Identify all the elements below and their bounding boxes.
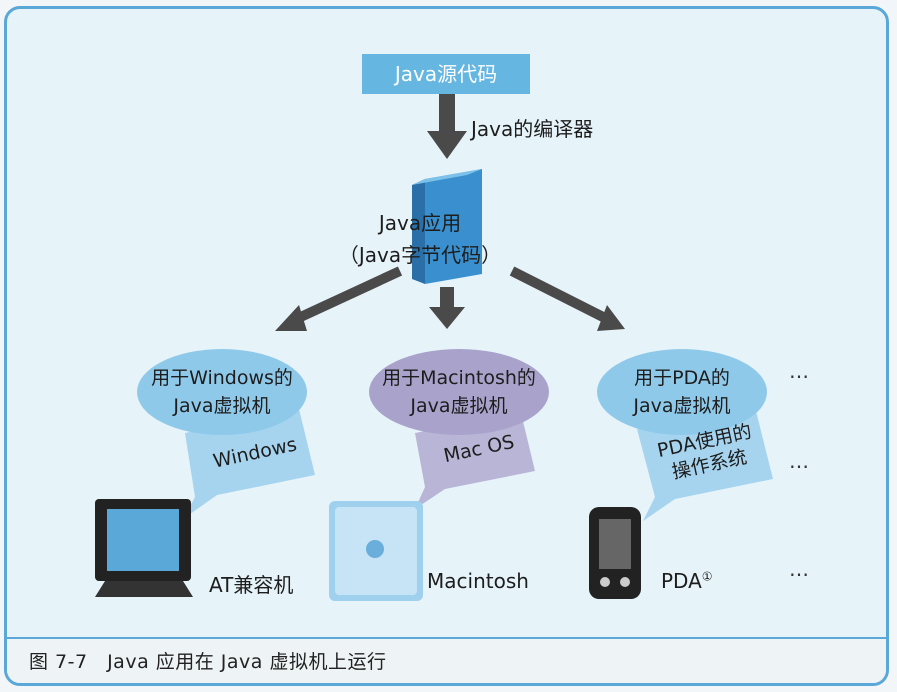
vm-windows: 用于Windows的 Java虚拟机	[137, 349, 307, 435]
vm-mac-line2: Java虚拟机	[410, 395, 508, 417]
vm-macintosh: 用于Macintosh的 Java虚拟机	[369, 349, 549, 435]
macintosh-icon	[329, 501, 423, 601]
diagram-graphics	[95, 94, 773, 601]
vm-arrows	[275, 266, 625, 331]
figure-frame: Java源代码 Java的编译器 Java应用 （Java字节代码） 用于Win…	[4, 6, 889, 686]
figure-caption: 图 7-7 Java 应用在 Java 虚拟机上运行	[29, 651, 387, 673]
vm-mac-line1: 用于Macintosh的	[382, 367, 536, 389]
java-app-bytecode: （Java字节代码）	[338, 243, 502, 267]
ellipsis-vm: …	[789, 359, 811, 383]
java-app-label: Java应用 （Java字节代码）	[325, 207, 515, 271]
compiler-label: Java的编译器	[471, 117, 594, 141]
device-at-label: AT兼容机	[209, 573, 294, 597]
caption-bar: 图 7-7 Java 应用在 Java 虚拟机上运行	[7, 637, 886, 683]
device-mac-label: Macintosh	[427, 569, 529, 593]
java-app-block	[412, 169, 482, 284]
device-pda-label: PDA①	[661, 569, 713, 593]
ellipsis-os: …	[789, 449, 811, 473]
vm-pda-line2: Java虚拟机	[633, 395, 731, 417]
ellipsis-device: …	[789, 557, 811, 581]
java-source-box: Java源代码	[362, 54, 530, 94]
java-app-title: Java应用	[378, 211, 462, 235]
device-pda-footnote: ①	[701, 569, 713, 584]
pda-icon	[589, 507, 641, 599]
vm-windows-line2: Java虚拟机	[173, 395, 271, 417]
windows-bubble-shape	[183, 409, 315, 519]
monitor-icon	[95, 499, 193, 597]
device-pda-name: PDA	[661, 569, 702, 593]
vm-pda-line1: 用于PDA的	[634, 367, 730, 389]
vm-windows-line1: 用于Windows的	[151, 367, 293, 389]
vm-pda: 用于PDA的 Java虚拟机	[597, 349, 767, 435]
macos-bubble-shape	[415, 413, 535, 509]
compile-arrow	[427, 94, 467, 159]
pda-bubble-shape	[637, 407, 773, 521]
